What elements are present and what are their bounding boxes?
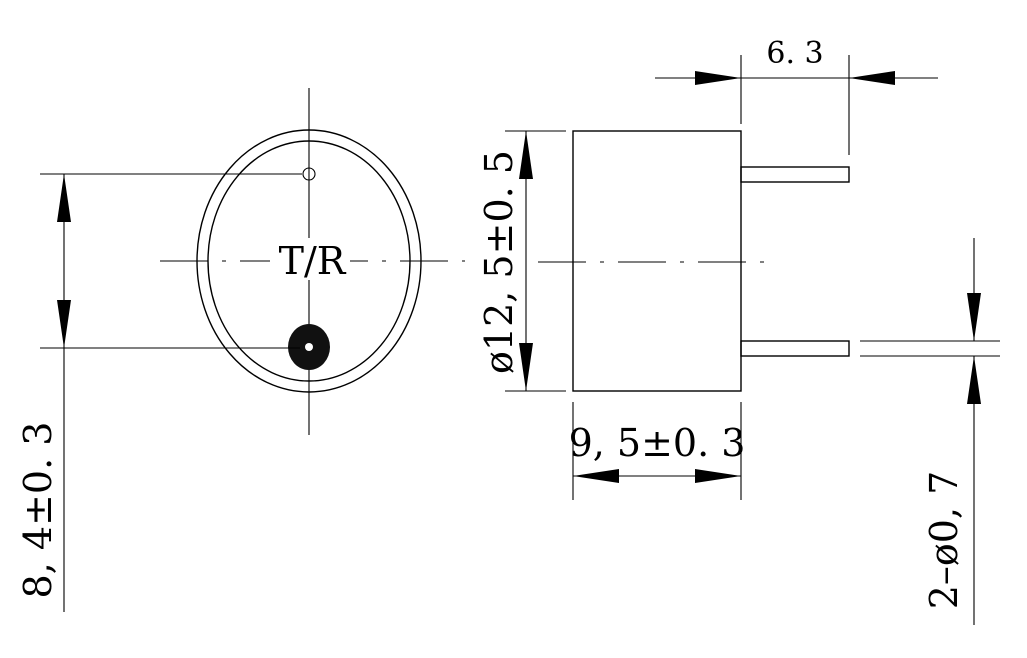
arrow-up: [519, 131, 533, 179]
body-diameter-label: ø12, 5±0. 5: [477, 150, 521, 374]
arrow-up: [967, 356, 981, 404]
body-diameter-dimension: ø12, 5±0. 5: [477, 130, 566, 392]
body-height-label: 9, 5±0. 3: [569, 421, 746, 465]
buzzer-body: [572, 130, 742, 392]
arrow-right: [849, 71, 895, 85]
arrow-down: [967, 293, 981, 341]
pin-diameter-dimension: 2–ø0, 7: [922, 238, 981, 625]
pin-marker-backdrop: [270, 238, 350, 280]
arrow-right: [695, 469, 741, 483]
pin-marker-label: T/R: [279, 239, 347, 283]
pin-length-dimension: 6. 3: [655, 36, 938, 155]
lower-pin: [740, 340, 850, 357]
arrow-down: [57, 300, 71, 348]
pin-length-label: 6. 3: [766, 36, 823, 71]
arrow-left: [573, 469, 619, 483]
upper-pin: [740, 166, 850, 183]
arrow-up: [57, 174, 71, 222]
pin-spacing-label: 8, 4±0. 3: [16, 422, 60, 599]
arrow-left: [695, 71, 741, 85]
top-pin-hole: [302, 167, 316, 181]
bottom-pin-center: [305, 343, 313, 351]
arrow-down: [519, 343, 533, 391]
pin-diameter-label: 2–ø0, 7: [922, 471, 966, 610]
side-view: [538, 130, 1000, 392]
front-view: T/R: [160, 88, 465, 435]
pin-spacing-dimension: 8, 4±0. 3: [16, 173, 302, 612]
body-height-dimension: 9, 5±0. 3: [569, 402, 746, 500]
